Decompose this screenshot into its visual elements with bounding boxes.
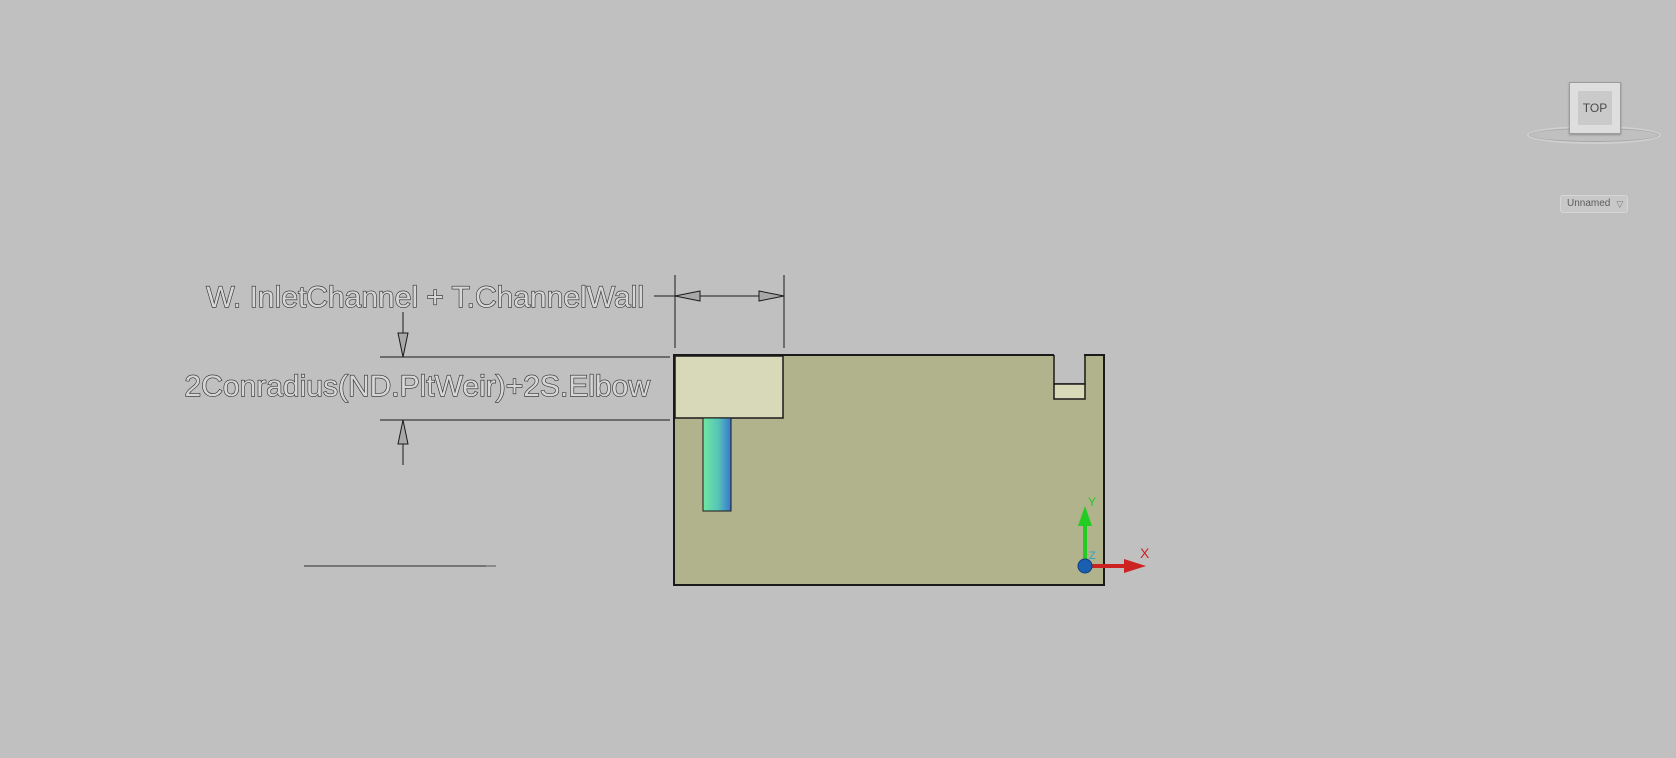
viewcube-top-label[interactable]: TOP [1578, 91, 1612, 125]
ucs-y-label: Y [1088, 495, 1096, 509]
ucs-icon[interactable]: Y X Z [1077, 495, 1150, 574]
viewcube-face[interactable]: TOP [1569, 82, 1621, 134]
inlet-channel[interactable] [674, 355, 784, 419]
vertical-dimension[interactable]: 2Conradius(ND.PltWeir)+2S.Elbow [184, 312, 670, 465]
ucs-x-label: X [1140, 545, 1150, 561]
view-dropdown-value: Unnamed [1567, 198, 1611, 209]
ucs-z-label: Z [1089, 550, 1096, 562]
vertical-dimension-label: 2Conradius(ND.PltWeir)+2S.Elbow [185, 370, 651, 403]
weir-pipe[interactable] [702, 417, 732, 512]
view-dropdown[interactable]: Unnamed ▽ [1560, 195, 1628, 213]
notch-block[interactable] [1053, 383, 1086, 400]
ucs-origin [1077, 558, 1093, 574]
horizontal-dimension-label: W. InletChannel + T.ChannelWall [206, 281, 644, 314]
viewcube[interactable]: TOP [1525, 74, 1665, 154]
notch-cutout [1054, 352, 1084, 384]
horizontal-dimension[interactable]: W. InletChannel + T.ChannelWall [206, 275, 785, 348]
chevron-down-icon: ▽ [1616, 199, 1624, 209]
